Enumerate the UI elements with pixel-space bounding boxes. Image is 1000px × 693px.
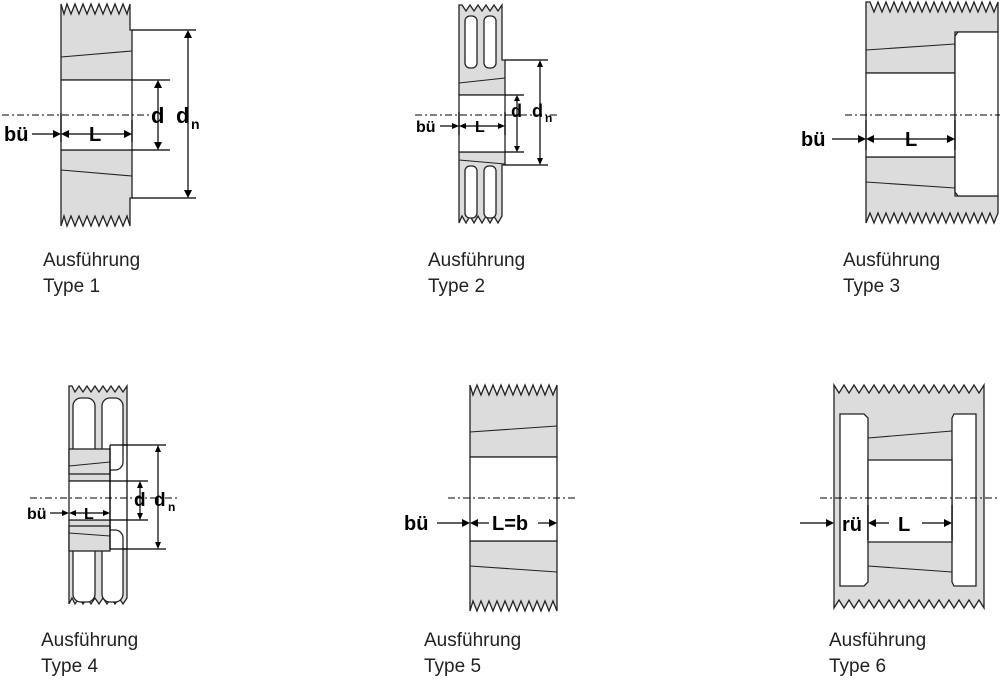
type4-bore-diameter-label: d [134,490,146,511]
type5-caption: Ausführung Type 5 [424,628,521,680]
type2-hub-diameter-label: d [532,101,543,121]
type2-caption-line1: Ausführung [428,250,526,271]
type4-hub-diameter-label: d [154,490,166,511]
type3-bore-offset-label: bü [801,129,825,151]
pulley-type1-drawing: bü L d d n [2,2,200,228]
type4-bore-offset-label: bü [27,506,47,523]
pulley-type3-drawing: bü L [801,0,1000,225]
type6-caption: Ausführung Type 6 [829,628,926,680]
type6-length-label: L [898,514,910,536]
type2-length-label: L [475,119,485,136]
pulley-type2-drawing: bü L d d n [415,2,560,225]
pulley-type5-upper-section [469,383,558,458]
type1-hub-diameter-label: d [176,103,189,128]
type2-hub-diameter-subscript: n [545,111,552,125]
pulley-type5-lower-section [469,540,558,613]
type3-length-label: L [905,129,917,151]
type4-hub-diameter-subscript: n [168,500,175,514]
pulley-type1-upper-section [60,2,133,81]
type5-length-label: L=b [492,513,528,535]
type5-caption-line2: Type 5 [424,656,482,677]
type2-caption: Ausführung Type 2 [428,248,525,300]
pulley-type6-bore [867,459,953,543]
type2-bore-offset-label: bü [416,119,436,136]
type1-length-label: L [89,124,101,146]
type4-caption-line1: Ausführung [41,630,139,651]
type4-caption-line2: Type 4 [41,656,99,677]
pulley-type3-upper-section [865,0,999,74]
type5-bore-offset-label: bü [404,513,428,535]
type4-length-label: L [84,506,94,523]
type5-caption-line1: Ausführung [424,630,522,651]
type6-caption-line2: Type 6 [829,656,887,677]
type2-caption-line2: Type 2 [428,276,486,297]
type1-caption: Ausführung Type 1 [43,248,140,300]
type6-bore-offset-label: rü [842,514,862,536]
type3-caption-line1: Ausführung [843,250,941,271]
type2-bore-diameter-label: d [511,101,522,121]
pulley-type6-drawing: rü L [800,382,1000,611]
pulley-type4-drawing: bü L d d n [27,383,178,606]
type3-caption-line2: Type 3 [843,276,901,297]
pulley-type2-bore [458,94,506,153]
type1-caption-line2: Type 1 [43,276,101,297]
type6-caption-line1: Ausführung [829,630,927,651]
type3-caption: Ausführung Type 3 [843,248,940,300]
pulley-type5-bore [469,456,558,542]
pulley-type5-drawing: bü L=b [404,383,578,613]
type1-caption-line1: Ausführung [43,250,141,271]
type1-bore-offset-label: bü [4,124,28,146]
pulley-type1-lower-section [60,149,133,228]
type4-caption: Ausführung Type 4 [41,628,138,680]
type1-bore-diameter-label: d [151,103,164,128]
type1-hub-diameter-subscript: n [191,116,200,132]
pulley-type3-lower-section [865,156,999,225]
